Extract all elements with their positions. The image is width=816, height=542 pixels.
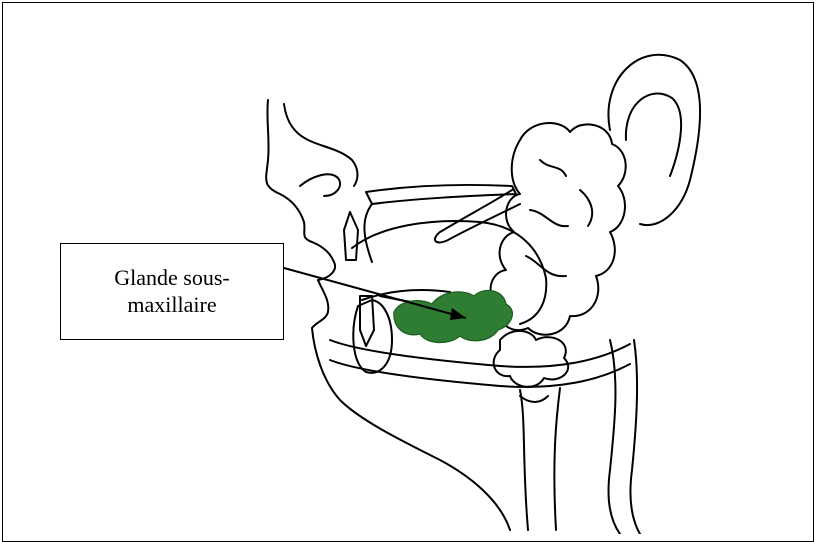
palate-inner [364,204,372,262]
label-leader-line [284,268,466,318]
label-text: Glande sous-maxillaire [97,265,247,318]
ear-inner [626,94,681,176]
nostril-curve [300,174,340,196]
mandible-inner [330,340,630,367]
throat-lobules [494,331,569,387]
nasal-ridge [284,104,358,186]
pharynx-front [520,390,528,530]
chin [312,328,510,530]
neck-spine-back [630,340,640,534]
label-box: Glande sous-maxillaire [60,243,284,340]
pharynx-back [554,388,560,530]
ear-outer [608,55,700,225]
upper-lip [312,242,335,280]
parotid-gland [491,123,626,335]
lower-lip [312,280,328,328]
epiglottis [520,396,548,402]
upper-incisor [344,212,358,260]
